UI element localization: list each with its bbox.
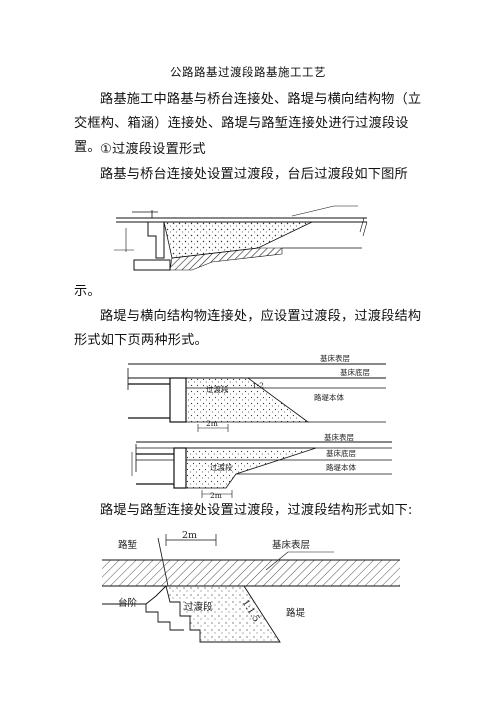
label-slope: 1:2 bbox=[252, 381, 264, 390]
dim-label: 2m bbox=[210, 491, 222, 500]
label-subgrade-top: 基床表层 bbox=[272, 539, 310, 551]
label-transition: 过渡段 bbox=[210, 462, 233, 472]
label-subgrade-bottom: 基床底层 bbox=[326, 448, 356, 458]
label-embankment: 路堤本体 bbox=[314, 392, 344, 402]
label-cut: 路堑 bbox=[118, 539, 138, 551]
label-subgrade-top: 基床表层 bbox=[320, 354, 350, 363]
label-embankment: 路堤本体 bbox=[326, 462, 356, 472]
label-transition: 过渡段 bbox=[206, 384, 229, 394]
label-subgrade-bottom: 基床底层 bbox=[340, 367, 370, 377]
label-transition: 过渡段 bbox=[184, 601, 213, 613]
figure-culvert-transition-a: 2m 基床表层 基床底层 过渡段 1:2 路堤本体 bbox=[118, 354, 390, 438]
paragraph-abutment-cont: 示。 bbox=[74, 284, 101, 299]
label-subgrade-top: 基床表层 bbox=[324, 432, 354, 442]
figure-cut-fill-transition: 2m 路堑 基床表层 台阶 过渡段 1:1.5 路堤 bbox=[98, 530, 404, 650]
dim-label: 2m bbox=[206, 419, 218, 428]
paragraph-culvert: 路堤与横向结构物连接处，应设置过渡段，过渡段结构形式如下页两种形式。 bbox=[74, 309, 422, 348]
paragraph-cut-fill: 路堤与路堑连接处设置过渡段，过渡段结构形式如下: bbox=[100, 503, 413, 518]
paragraph-intro: 路基施工中路基与桥台连接处、路堤与横向结构物（立交框构、箱涵）连接处、路堤与路堑… bbox=[74, 92, 422, 155]
figure-abutment-transition bbox=[112, 198, 374, 276]
heading-transition-forms: ①过渡段设置形式 bbox=[100, 142, 206, 157]
label-embankment: 路堤 bbox=[286, 607, 306, 619]
figure-culvert-transition-b: 2m 基床表层 基床底层 过渡段 路堤本体 bbox=[126, 432, 396, 502]
dim-label: 2m bbox=[182, 530, 197, 541]
label-step: 台阶 bbox=[118, 597, 138, 609]
paragraph-abutment: 路基与桥台连接处设置过渡段，台后过渡段如下图所 bbox=[100, 167, 408, 182]
document-title: 公路路基过渡段路基施工工艺 bbox=[170, 65, 326, 79]
